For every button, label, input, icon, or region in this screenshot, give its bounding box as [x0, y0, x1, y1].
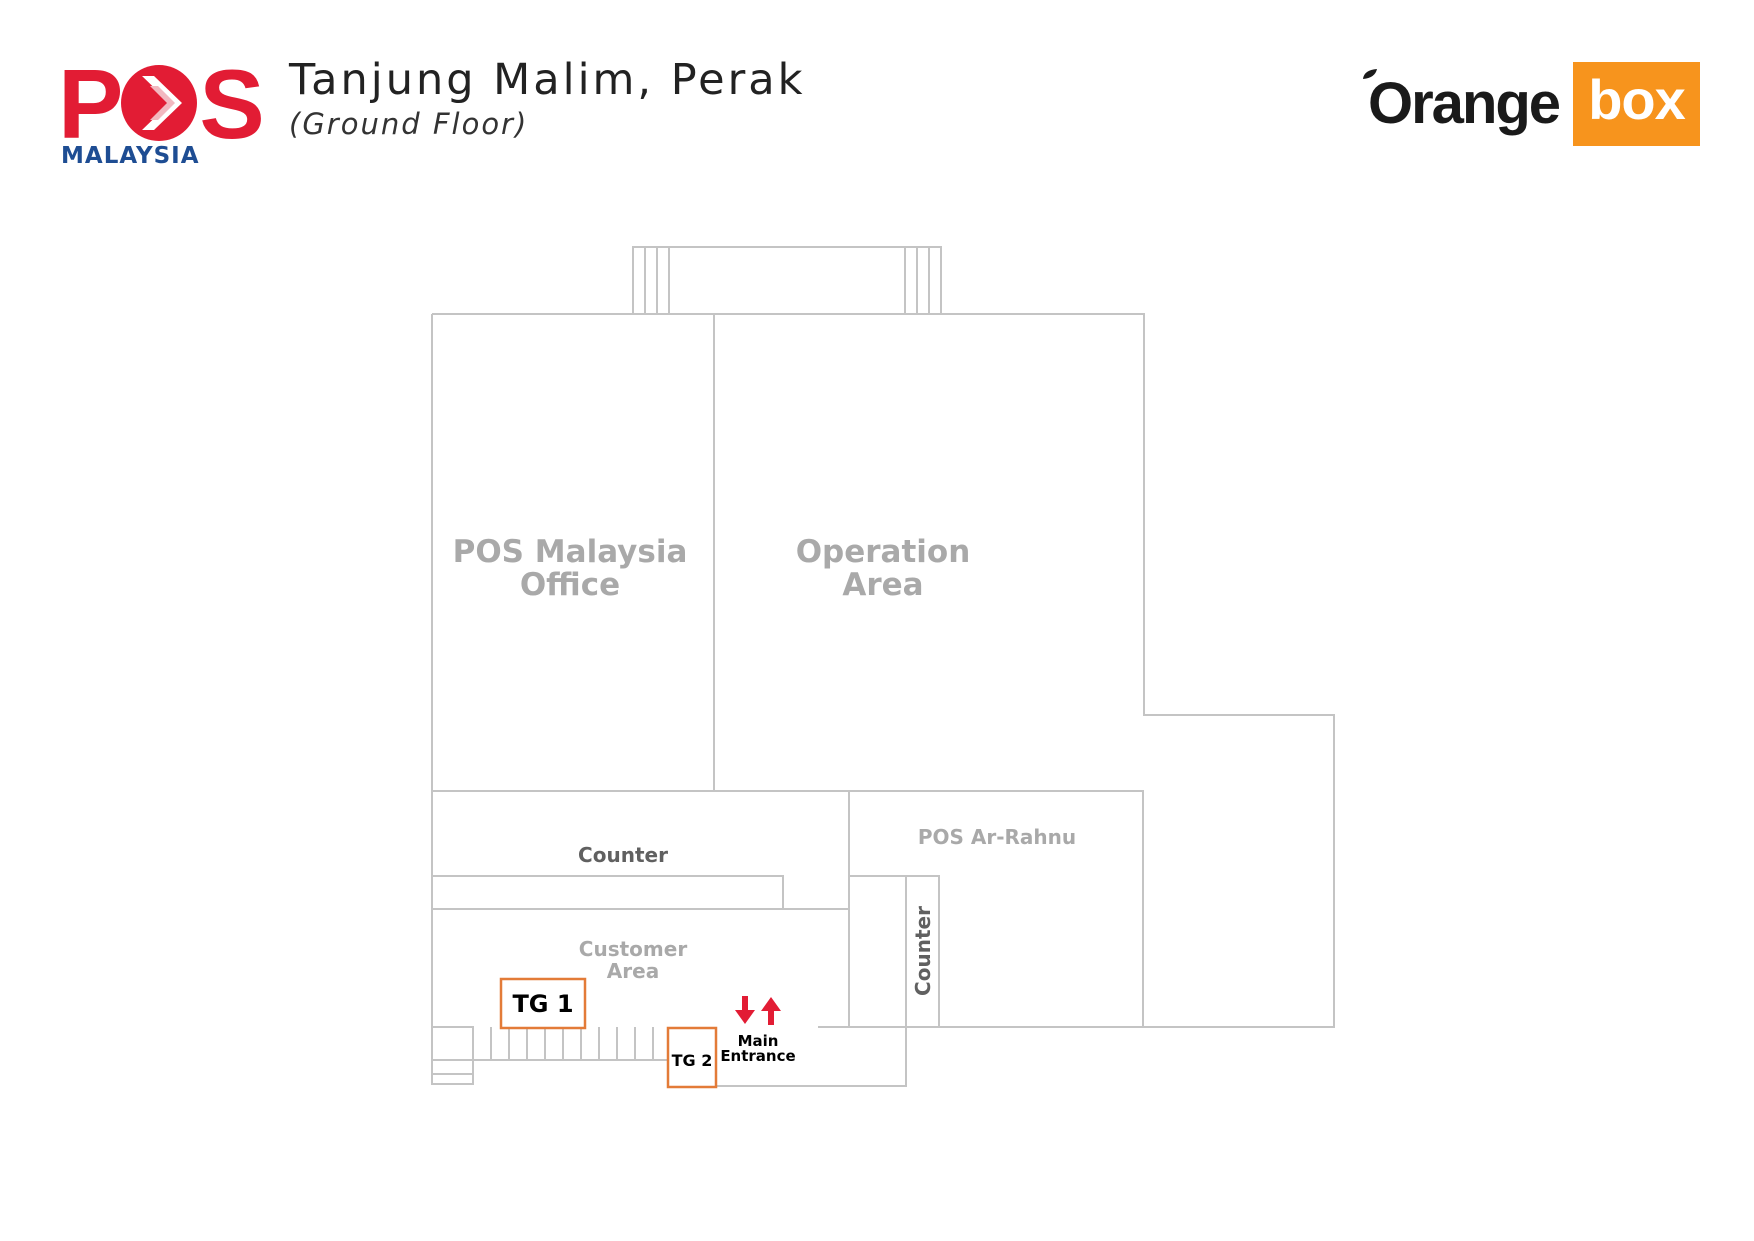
- tg2-marker: TG 2: [666, 1026, 718, 1089]
- pos-office-label-line2: Office: [520, 567, 620, 603]
- pos-letter-s: S: [199, 49, 264, 159]
- ar-rahnu-label: POS Ar-Rahnu: [918, 825, 1076, 849]
- operation-area-label-line1: Operation: [796, 534, 971, 570]
- main-entrance-label-line2: Entrance: [720, 1047, 795, 1065]
- pos-malaysia-subtext: MALAYSIA: [61, 143, 200, 169]
- interior-walls: [431, 314, 1144, 1028]
- customer-area-label-line1: Customer: [579, 937, 688, 961]
- orangebox-logo: Orange box: [1362, 62, 1702, 146]
- page-title: Tanjung Malim, Perak: [289, 55, 806, 105]
- arrow-up-icon: [761, 997, 781, 1025]
- entrance-steps: [431, 1026, 907, 1087]
- orangebox-word: Orange: [1368, 71, 1561, 136]
- pos-chevron-o-icon: [120, 61, 198, 143]
- entrance-arrows-icon: [735, 996, 781, 1025]
- customer-area-label-line2: Area: [607, 959, 659, 983]
- pos-letter-p: P: [58, 49, 123, 159]
- tg1-label: TG 1: [512, 990, 573, 1018]
- tg1-marker: TG 1: [499, 977, 587, 1030]
- main-entrance-label-line1: Main: [738, 1032, 779, 1050]
- page-subtitle: (Ground Floor): [289, 107, 529, 141]
- counter-side-label: Counter: [911, 906, 935, 996]
- arrow-down-icon: [735, 996, 755, 1024]
- leaf-icon: [1363, 69, 1377, 79]
- tg2-label: TG 2: [672, 1051, 713, 1070]
- operation-area-label-line2: Area: [842, 567, 923, 603]
- counter-main-label: Counter: [578, 843, 668, 867]
- pos-office-label-line1: POS Malaysia: [453, 534, 688, 570]
- title-block: Tanjung Malim, Perak (Ground Floor): [289, 55, 806, 141]
- orangebox-box-badge: box: [1573, 62, 1700, 146]
